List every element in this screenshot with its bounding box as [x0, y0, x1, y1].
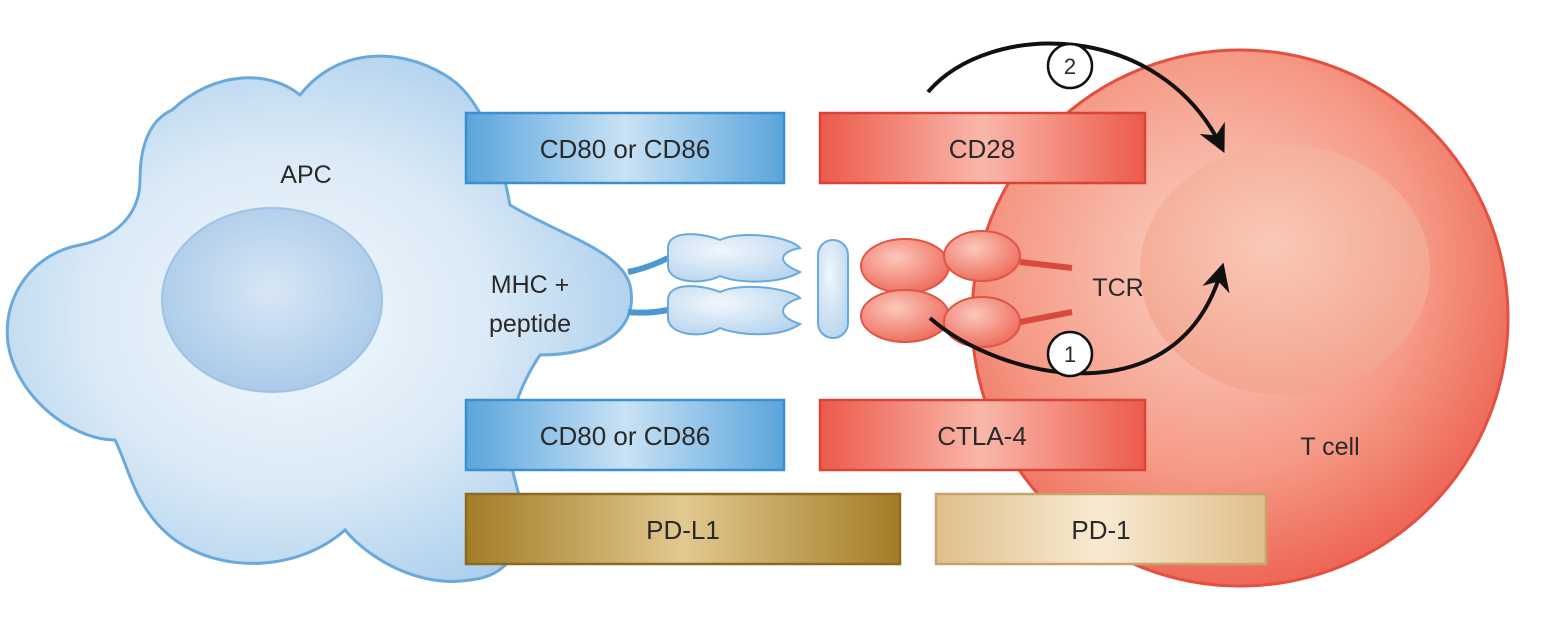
box-ctla4: CTLA-4 [818, 398, 1147, 472]
mhc-domain-top [667, 233, 803, 283]
box-cd28-label: CD28 [949, 134, 1015, 164]
mhc-domain-bottom [667, 285, 803, 336]
t-cell-label: T cell [1300, 433, 1359, 461]
t-cell-nucleus [1140, 145, 1430, 395]
peptide [817, 239, 849, 339]
box-cd80-top: CD80 or CD86 [464, 111, 786, 185]
tcr-domain-bottom-right [943, 296, 1021, 348]
mhc-label-line2: peptide [489, 310, 571, 338]
box-pdl1: PD-L1 [464, 492, 902, 566]
signal-1-arrow: 1 [928, 262, 1230, 378]
box-pd1: PD-1 [934, 492, 1268, 566]
signal-1-circle [1046, 330, 1094, 378]
box-ctla4-label: CTLA-4 [937, 421, 1027, 451]
tcr-complex: TCR [860, 230, 1144, 348]
signal-2-arrow: 2 [926, 41, 1225, 154]
box-ctla4-rect [818, 398, 1147, 472]
signal-2-label: 2 [1064, 54, 1076, 79]
box-cd80-top-rect [464, 111, 786, 185]
mhc-peptide-complex [627, 233, 849, 339]
tcr-domain-top-left [860, 238, 950, 294]
box-cd80-bottom-rect [464, 398, 786, 472]
signal-2-circle [1046, 42, 1094, 90]
box-cd28-rect [818, 111, 1147, 185]
box-pd1-label: PD-1 [1071, 515, 1130, 545]
tcr-domain-top-right [943, 230, 1021, 282]
box-cd80-top-label: CD80 or CD86 [540, 134, 711, 164]
mhc-stalk-top [627, 255, 670, 275]
box-pdl1-rect [464, 492, 902, 566]
mhc-stalk-bottom [627, 307, 669, 316]
box-cd80-bottom: CD80 or CD86 [464, 398, 786, 472]
signal-1-label: 1 [1064, 342, 1076, 367]
box-cd80-bottom-label: CD80 or CD86 [540, 421, 711, 451]
tcr-stalk-top [1019, 259, 1073, 271]
mhc-label-line1: MHC + [491, 271, 569, 299]
apc-label: APC [280, 161, 331, 189]
tcr-label: TCR [1092, 274, 1143, 302]
tcr-stalk-bottom [1019, 309, 1073, 325]
signal-1-arrow-path [928, 262, 1230, 376]
box-pd1-rect [934, 492, 1268, 566]
box-pdl1-label: PD-L1 [646, 515, 720, 545]
apc-nucleus [161, 207, 383, 393]
box-cd28: CD28 [818, 111, 1147, 185]
tcr-domain-bottom-left [860, 289, 950, 343]
